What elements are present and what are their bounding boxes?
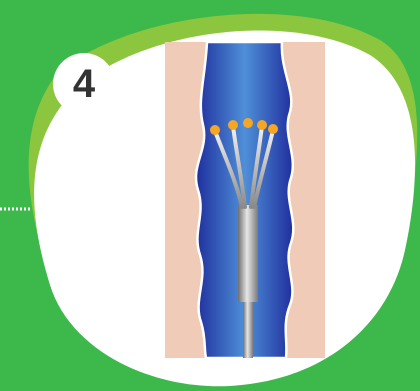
electrode-tip <box>268 124 278 134</box>
catheter-inner-shaft <box>243 300 253 358</box>
electrode-tip <box>243 118 253 128</box>
electrode-tip <box>228 120 238 130</box>
electrode-tip <box>210 125 220 135</box>
catheter-sheath <box>238 205 258 302</box>
step-number-badge: 4 <box>53 53 115 115</box>
step-number: 4 <box>73 62 95 107</box>
electrode-tip <box>257 120 267 130</box>
